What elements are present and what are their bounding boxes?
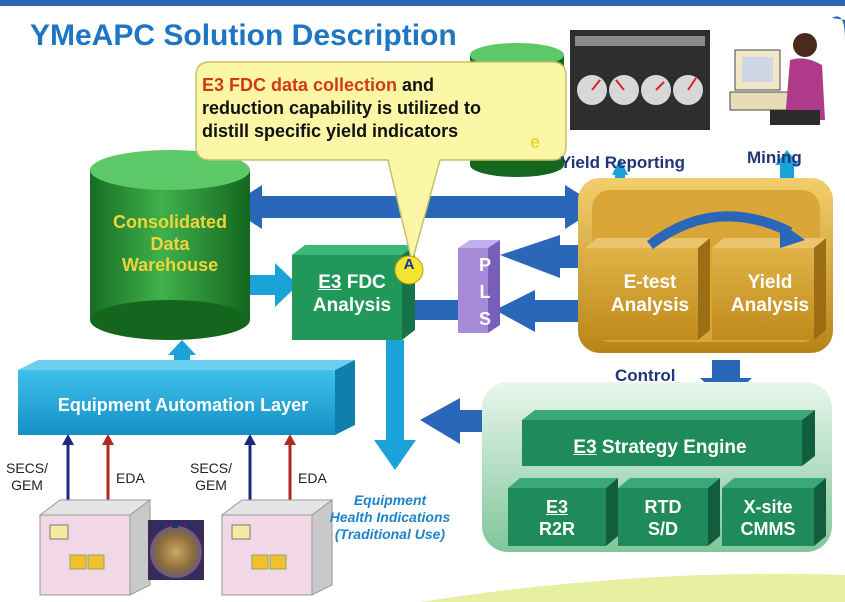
strategy-engine-label: E3 Strategy Engine	[520, 437, 800, 460]
control-label: Control	[615, 366, 676, 385]
ehi-line1: Equipment	[353, 492, 427, 508]
dw-line1: Consolidated	[112, 212, 227, 232]
data-warehouse-label: Consolidated Data Warehouse	[90, 212, 250, 277]
dw-line3: Warehouse	[121, 255, 219, 276]
strategy-panel	[482, 382, 832, 552]
secs-gem-label-right: SECS/ GEM	[190, 460, 232, 494]
data-warehouse-cylinder	[90, 150, 250, 340]
callout-badge-label: A	[403, 256, 415, 273]
fdc-suffix: FDC	[341, 272, 386, 293]
etest-line2: Analysis	[610, 294, 690, 316]
module-r2r-line1: E3	[545, 497, 569, 517]
module-r2r: E3 R2R	[508, 497, 606, 540]
equipment-automation-layer-label: Equipment Automation Layer	[57, 395, 309, 415]
module-cmms-line2: CMMS	[740, 518, 796, 539]
bottom-swoosh	[420, 573, 845, 602]
top-border	[0, 0, 845, 6]
secs-right-line1: SECS/	[190, 460, 233, 476]
health-down-arrow	[374, 340, 416, 470]
fdc-prefix: E3	[318, 272, 342, 293]
fdc-analysis-box	[292, 245, 415, 340]
fab-tool-right	[220, 499, 334, 596]
secs-right-line2: GEM	[195, 476, 227, 493]
fdc-analysis-label: E3 FDC Analysis	[297, 272, 407, 318]
etest-analysis-label: E-test Analysis	[585, 272, 715, 318]
hidden-cylinder-label: e	[530, 132, 541, 152]
module-r2r-line2: R2R	[538, 518, 575, 539]
ehi-line2: Health Indications	[329, 508, 451, 525]
module-cmms: X-site CMMS	[722, 497, 814, 540]
module-rtd-line1: RTD	[644, 497, 682, 517]
page-title: YMeAPC Solution Description	[30, 19, 457, 52]
equipment-automation-layer-box	[18, 360, 355, 435]
callout-highlight: E3 FDC data collection	[202, 75, 398, 95]
module-cmms-line1: X-site	[743, 497, 793, 517]
callout-text: E3 FDC data collection and reduction cap…	[202, 74, 562, 143]
etest-line1: E-test	[623, 272, 677, 293]
pls-box	[458, 240, 500, 333]
fab-tool-left	[38, 499, 152, 596]
secs-left-line2: GEM	[11, 476, 43, 493]
yield-line2: Analysis	[730, 294, 810, 316]
eda-label-left: EDA	[116, 470, 145, 486]
yield-line1: Yield	[747, 272, 793, 293]
secs-gem-label-left: SECS/ GEM	[6, 460, 48, 494]
wafer-image	[148, 520, 204, 580]
yield-analysis-label: Yield Analysis	[715, 272, 825, 318]
eda-label-right: EDA	[298, 470, 327, 486]
equipment-health-label: Equipment Health Indications (Traditiona…	[300, 492, 480, 542]
callout-line3: distill specific yield indicators	[202, 121, 459, 142]
callout-line2: reduction capability is utilized to	[202, 98, 482, 119]
mining-label: Mining	[747, 148, 802, 167]
pls-letter-l: L	[479, 282, 491, 302]
yield-reporting-label: Yield Reporting	[560, 153, 685, 172]
dw-line2: Data	[150, 233, 190, 254]
module-rtd: RTD S/D	[618, 497, 708, 540]
secs-left-line1: SECS/	[6, 460, 49, 476]
callout-badge	[394, 255, 424, 285]
strategy-prefix: E3	[573, 437, 597, 458]
fdc-line2: Analysis	[312, 294, 392, 316]
pls-letter-p: P	[478, 255, 491, 275]
callout-line1-rest: and	[397, 75, 435, 95]
analysis-container	[578, 178, 833, 353]
module-rtd-line2: S/D	[647, 518, 678, 539]
person-at-computer-icon	[729, 33, 825, 125]
ehi-line3: (Traditional Use)	[334, 525, 446, 542]
callout-bubble	[195, 61, 567, 263]
strategy-suffix: Strategy Engine	[596, 437, 747, 458]
pls-letter-s: S	[478, 309, 491, 329]
gauge-dashboard-image	[570, 30, 710, 130]
